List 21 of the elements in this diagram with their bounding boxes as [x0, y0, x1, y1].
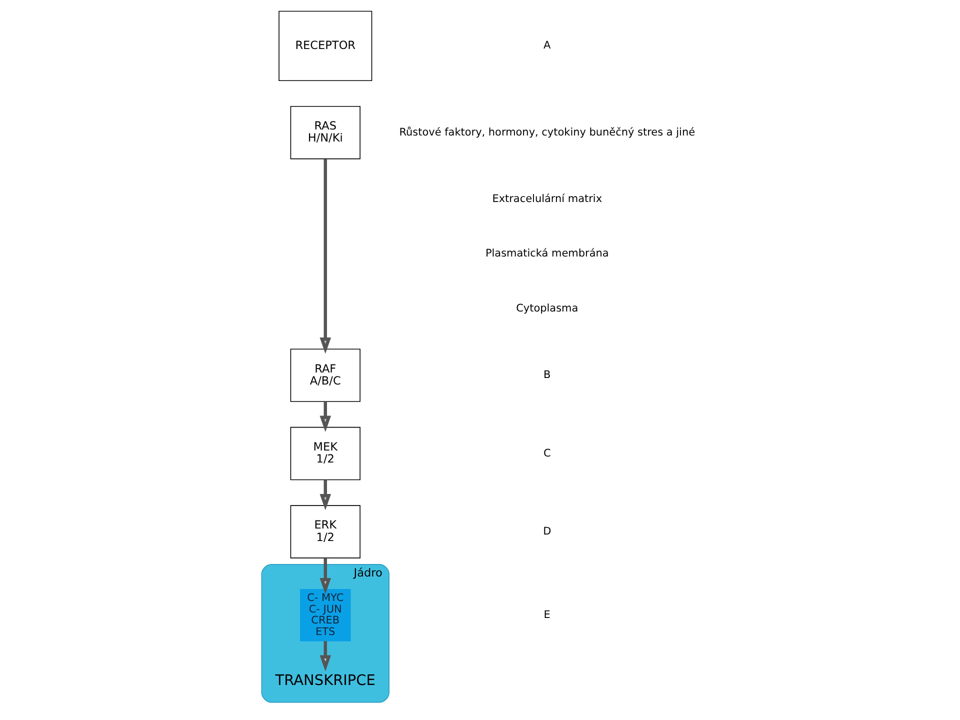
node-box: C- MYC C- JUN CREB ETS	[300, 589, 351, 642]
label: E	[544, 608, 550, 621]
label: C	[543, 447, 551, 460]
label: B	[544, 369, 551, 382]
arrow	[320, 159, 332, 354]
node-box: RAS H/N/Ki	[290, 106, 360, 160]
label: Extracelulární matrix	[492, 192, 602, 205]
label: D	[543, 526, 552, 538]
label: A	[544, 40, 551, 52]
arrow	[320, 558, 332, 594]
label: Cytoplasma	[516, 302, 578, 315]
node-box: RECEPTOR	[278, 10, 372, 81]
node-text: TRANSKRIPCE	[275, 672, 376, 689]
node-box: MEK 1/2	[290, 426, 360, 480]
arrow	[320, 402, 332, 432]
arrow	[320, 641, 332, 672]
label: Růstové faktory, hormony, cytokiny buněčný stres a jiné	[399, 126, 696, 138]
node-box: RAF A/B/C	[290, 348, 360, 402]
label: Plasmatická membrána	[485, 248, 609, 260]
node-box: ERK 1/2	[290, 505, 360, 558]
arrow	[320, 480, 332, 510]
